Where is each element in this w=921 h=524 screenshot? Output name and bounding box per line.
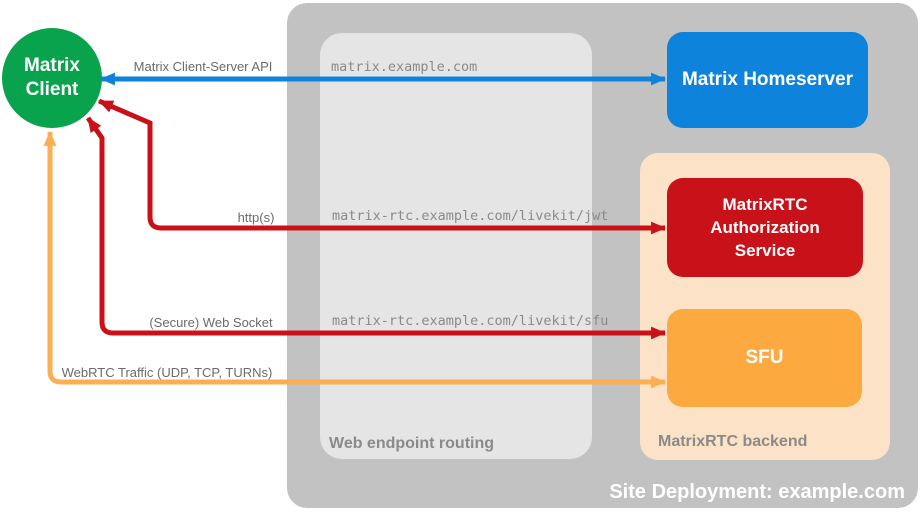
matrix-homeserver-node: Matrix Homeserver [667,32,868,128]
https-arrow-label: http(s) [237,210,275,225]
site-deployment-label: Site Deployment: example.com [609,481,905,503]
endpoint-url-homeserver: matrix.example.com [331,59,478,75]
matrix-client-node: Matrix Client [2,28,102,128]
matrix-homeserver-label: Matrix Homeserver [681,69,854,90]
matrixrtc-backend-label: MatrixRTC backend [658,433,808,450]
client-label-line2: Client [25,79,79,100]
client-server-api-arrow-label: Matrix Client-Server API [133,59,273,74]
webrtc-arrow-label: WebRTC Traffic (UDP, TCP, TURNs) [61,365,273,380]
sfu-node: SFU [667,309,862,407]
auth-label-line1: MatrixRTC [722,195,808,214]
auth-service-label: MatrixRTC Authorization Service [710,193,820,262]
web-endpoint-routing-label: Web endpoint routing [329,435,495,452]
endpoint-url-jwt: matrix-rtc.example.com/livekit/jwt [332,208,609,224]
sfu-label: SFU [745,347,784,368]
matrixrtc-authorization-service-node: MatrixRTC Authorization Service [667,178,863,277]
web-endpoint-routing-container [320,33,592,459]
endpoint-url-sfu: matrix-rtc.example.com/livekit/sfu [332,313,609,329]
auth-label-line3: Service [734,241,796,260]
auth-label-line2: Authorization [710,218,820,237]
websocket-arrow-label: (Secure) Web Socket [149,315,273,330]
client-label-line1: Matrix [24,55,80,76]
